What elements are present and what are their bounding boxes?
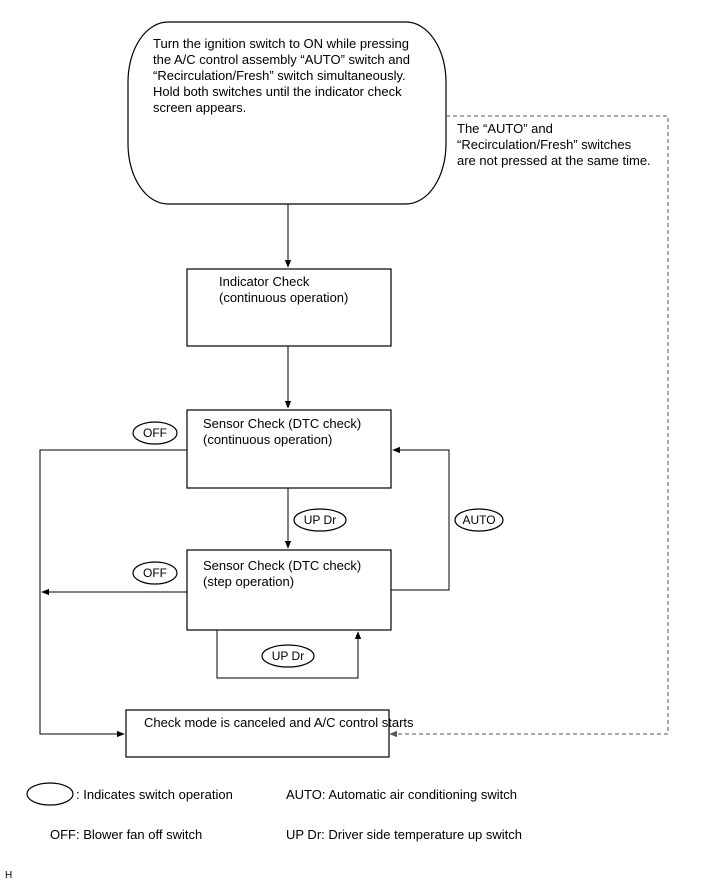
- switch-auto: AUTO: [454, 508, 504, 532]
- up-dr-oval-2: [261, 644, 315, 668]
- auto-label: AUTO: [462, 513, 495, 527]
- side-note-line-2: “Recirculation/Fresh” switches: [457, 137, 632, 152]
- off-label-2: OFF: [143, 566, 167, 580]
- indicator-check-box: [186, 268, 392, 347]
- switch-off-2: OFF: [132, 561, 178, 585]
- indicator-check-step: Indicator Check (continuous operation): [186, 268, 392, 347]
- start-line-2: the A/C control assembly “AUTO” switch a…: [153, 52, 410, 67]
- start-shape: [127, 21, 447, 205]
- start-line-4: Hold both switches until the indicator c…: [153, 84, 402, 99]
- legend-oval: [26, 782, 74, 806]
- sensor-step-line-2: (step operation): [203, 574, 294, 589]
- indicator-line-2: (continuous operation): [219, 290, 348, 305]
- sensor-step-box: [186, 549, 392, 631]
- indicator-line-1: Indicator Check: [219, 274, 310, 289]
- start-line-1: Turn the ignition switch to ON while pre…: [153, 36, 409, 51]
- legend-up-dr: UP Dr: Driver side temperature up switch: [286, 827, 522, 842]
- sensor-step-line-1: Sensor Check (DTC check): [203, 558, 361, 573]
- side-note-line-3: are not pressed at the same time.: [457, 153, 651, 168]
- up-dr-oval-1: [293, 508, 347, 532]
- sensor-continuous-line-2: (continuous operation): [203, 432, 332, 447]
- legend-auto: AUTO: Automatic air conditioning switch: [286, 787, 517, 802]
- bypass-dashed-arrow: [389, 115, 669, 738]
- off-oval-1: [132, 421, 178, 445]
- switch-up-dr-1: UP Dr: [293, 508, 347, 532]
- sensor-check-step-step: Sensor Check (DTC check) (step operation…: [186, 549, 392, 631]
- start-line-3: “Recirculation/Fresh” switch simultaneou…: [153, 68, 406, 83]
- start-step: Turn the ignition switch to ON while pre…: [127, 21, 447, 205]
- legend-off: OFF: Blower fan off switch: [50, 827, 202, 842]
- sensor-continuous-line-1: Sensor Check (DTC check): [203, 416, 361, 431]
- corner-mark: H: [5, 870, 12, 881]
- up-dr-label-1: UP Dr: [304, 513, 336, 527]
- switch-up-dr-2: UP Dr: [261, 644, 315, 668]
- arrow-auto-loop: [391, 446, 450, 591]
- sensor-check-continuous-step: Sensor Check (DTC check) (continuous ope…: [186, 409, 392, 489]
- arrow-up-dr-self-loop: [216, 630, 362, 679]
- arrow-off-from-continuous: [39, 449, 187, 738]
- legend-indicates: : Indicates switch operation: [76, 787, 233, 802]
- side-note: The “AUTO” and “Recirculation/Fresh” swi…: [457, 121, 651, 168]
- end-box: [125, 709, 390, 758]
- off-oval-2: [132, 561, 178, 585]
- start-line-5: screen appears.: [153, 100, 246, 115]
- side-note-line-1: The “AUTO” and: [457, 121, 553, 136]
- end-step: Check mode is canceled and A/C control s…: [125, 709, 414, 758]
- up-dr-label-2: UP Dr: [272, 649, 304, 663]
- switch-off-1: OFF: [132, 421, 178, 445]
- sensor-continuous-box: [186, 409, 392, 489]
- off-label-1: OFF: [143, 426, 167, 440]
- legend: : Indicates switch operation AUTO: Autom…: [26, 782, 522, 842]
- auto-oval: [454, 508, 504, 532]
- end-text: Check mode is canceled and A/C control s…: [144, 715, 414, 730]
